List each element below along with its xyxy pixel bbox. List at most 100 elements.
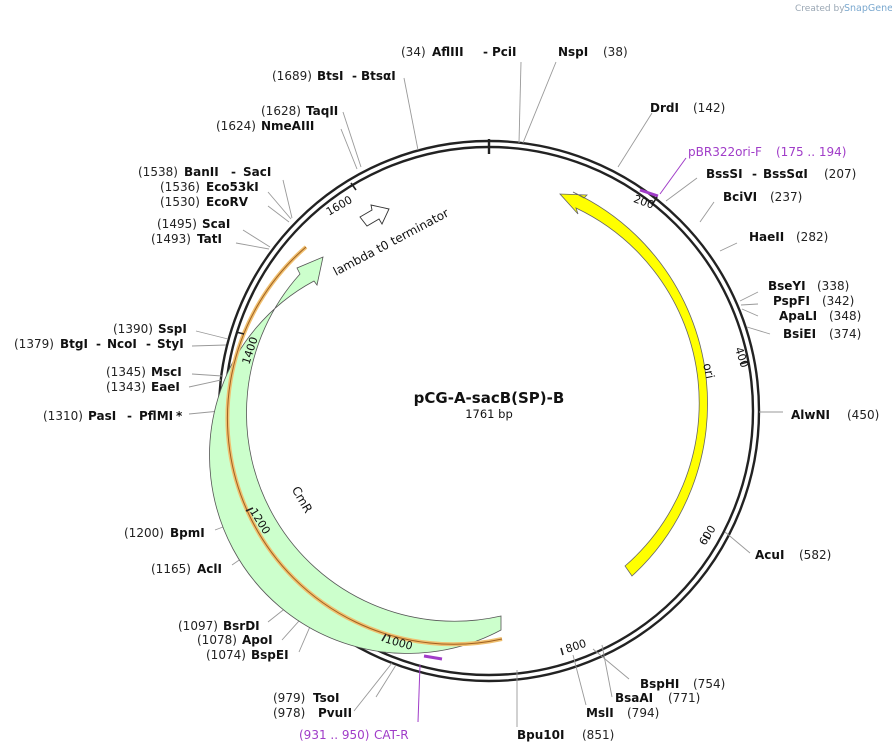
site-bpu10I[interactable]: Bpu10I (851) [517,728,614,742]
site-name: SspI [158,322,187,336]
site-name: AcuI [755,548,784,562]
site-position: (1165) [151,562,191,576]
primer-label-pbr322ori-f: pBR322ori-F (175 .. 194) [688,145,846,159]
site-name: HaeII [749,230,784,244]
site-position: (34) [401,45,426,59]
site-tatI[interactable]: (1493) TatI [151,232,222,246]
site-name: - [231,165,236,179]
site-name: BtsαI [361,69,396,83]
feature-label-cmr: CmR [289,484,315,516]
site-name: TaqII [306,104,338,118]
site-position: (1390) [113,322,153,336]
plasmid-length: 1761 bp [465,407,513,421]
site-name: - [146,337,151,351]
site-position: (1493) [151,232,191,246]
site-banII-sacI[interactable]: (1538) BanII - SacI [138,165,271,179]
site-bpmI[interactable]: (1200) BpmI [124,526,205,540]
site-btgI-ncoI-styI[interactable]: (1379) BtgI - NcoI - StyI [14,337,184,351]
site-pvuII[interactable]: (978) PvuII [273,706,352,720]
site-pspFI[interactable]: PspFI (342) [773,294,854,308]
site-name: BspEI [251,648,289,662]
site-sspI[interactable]: (1390) SspI [113,322,187,336]
site-name: PvuII [318,706,352,720]
site-position: (342) [822,294,854,308]
site-bsrDI[interactable]: (1097) BsrDI [178,619,260,633]
site-eaeI[interactable]: (1343) EaeI [106,380,180,394]
site-name: PflMI [139,409,173,423]
site-name: - [96,337,101,351]
site-position: (207) [824,167,856,181]
site-position: (1530) [160,195,200,209]
feature-label-lambda-t0-terminator: lambda t0 terminator [331,206,451,279]
site-name: - [483,45,488,59]
site-drdI[interactable]: DrdI (142) [650,101,725,115]
site-name: ApaLI [779,309,817,323]
tick-label-1600: 1600 [324,193,355,218]
site-position: (754) [693,677,725,691]
feature-cmr[interactable] [209,256,502,654]
site-tsoI[interactable]: (979) TsoI [273,691,339,705]
tick-label-800: 800 [564,637,588,656]
site-position: (450) [847,408,879,422]
site-name: BciVI [723,190,757,204]
site-position: (338) [817,279,849,293]
site-nspI[interactable]: NspI (38) [558,45,628,59]
site-ecoRV[interactable]: (1530) EcoRV [160,195,249,209]
site-nmeAIII[interactable]: (1624) NmeAIII [216,119,314,133]
feature-label-ori: ori [700,362,717,380]
site-mscI[interactable]: (1345) MscI [106,365,182,379]
site-position: (1624) [216,119,256,133]
site-name: SacI [243,165,271,179]
site-position: (142) [693,101,725,115]
site-eco53kI[interactable]: (1536) Eco53kI [160,180,259,194]
site-name: BseYI [768,279,806,293]
plasmid-name: pCG-A-sacB(SP)-B [414,389,565,407]
site-aclI[interactable]: (1165) AclI [151,562,222,576]
site-mslI[interactable]: MslI (794) [586,706,659,720]
site-name: BtgI [60,337,88,351]
site-name: BsrDI [223,619,260,633]
site-pasI-pflMI[interactable]: (1310) PasI - PflMI * [43,409,183,423]
site-name: - [752,167,757,181]
scale-ticks [235,182,749,656]
site-name: AlwNI [791,408,830,422]
site-position: (374) [829,327,861,341]
site-acuI[interactable]: AcuI (582) [755,548,831,562]
site-bssSI-bssSaI[interactable]: BssSI - BssSαI (207) [706,167,856,181]
feature-lambda-t0-terminator[interactable] [359,204,390,227]
tick-label-400: 400 [732,345,751,369]
site-bspEI[interactable]: (1074) BspEI [206,648,289,662]
site-name: AflIII [432,45,464,59]
site-aflIII-pciI[interactable]: (34) AflIII - PciI [401,45,517,59]
site-scaI[interactable]: (1495) ScaI [157,217,230,231]
site-taqII[interactable]: (1628) TaqII [261,104,338,118]
site-bseYI[interactable]: BseYI (338) [768,279,849,293]
site-bspHI[interactable]: BspHI (754) [640,677,725,691]
site-apaLI[interactable]: ApaLI (348) [779,309,861,323]
site-bsaAI[interactable]: BsaAI (771) [615,691,700,705]
site-position: (1536) [160,180,200,194]
site-name: Bpu10I [517,728,564,742]
site-position: (1310) [43,409,83,423]
site-position: (1200) [124,526,164,540]
site-position: (771) [668,691,700,705]
site-name: ScaI [202,217,230,231]
site-bciVI[interactable]: BciVI (237) [723,190,802,204]
site-position: (851) [582,728,614,742]
site-name: DrdI [650,101,679,115]
site-position: (1495) [157,217,197,231]
site-name: BanII [184,165,219,179]
site-haeII[interactable]: HaeII (282) [749,230,828,244]
site-position: (1628) [261,104,301,118]
feature-ori[interactable] [559,191,708,577]
site-name: BpmI [170,526,205,540]
site-position: (1345) [106,365,146,379]
site-apoI[interactable]: (1078) ApoI [197,633,273,647]
snapgene-credit: Created by SnapGene [795,3,892,14]
site-alwNI[interactable]: AlwNI (450) [791,408,879,422]
site-name: - [352,69,357,83]
site-bsiEI[interactable]: BsiEI (374) [783,327,861,341]
site-btsI-btsaI[interactable]: (1689) BtsI - BtsαI [272,69,396,83]
site-name: BssSαI [763,167,808,181]
primer-name: CAT-R [374,728,409,742]
